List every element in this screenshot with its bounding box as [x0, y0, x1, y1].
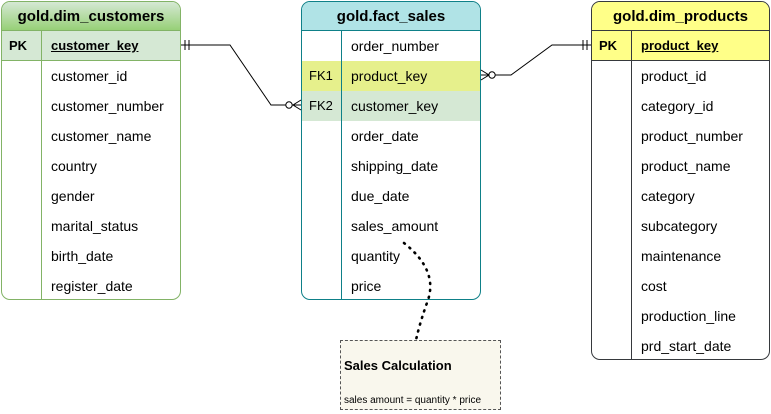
- field-name: order_number: [341, 31, 480, 61]
- table-row[interactable]: quantity: [302, 241, 480, 271]
- field-name: cost: [631, 271, 769, 301]
- table-row[interactable]: order_date: [302, 121, 480, 151]
- customer-to-sales-link: [181, 44, 301, 106]
- table-row[interactable]: maintenance: [592, 241, 769, 271]
- fact-sales-table[interactable]: gold.fact_sales order_number FK1 product_…: [301, 1, 481, 300]
- table-row[interactable]: birth_date: [2, 241, 180, 271]
- note-title: Sales Calculation: [344, 358, 452, 373]
- field-name: marital_status: [41, 211, 180, 241]
- field-name: register_date: [41, 271, 180, 299]
- field-name: quantity: [341, 241, 480, 271]
- note-text: sales amount = quantity * price: [344, 395, 482, 406]
- table-row[interactable]: sales_amount: [302, 211, 480, 241]
- pk-label: PK: [9, 38, 28, 53]
- table-row[interactable]: country: [2, 151, 180, 181]
- fk2-label: FK2: [309, 98, 333, 113]
- field-sales-amount: sales_amount: [341, 211, 480, 241]
- field-name: product_name: [631, 151, 769, 181]
- table-row[interactable]: product_number: [592, 121, 769, 151]
- zero-optional-marker: [285, 101, 293, 109]
- field-name: birth_date: [41, 241, 180, 271]
- field-name: order_date: [341, 121, 480, 151]
- crows-foot-marker: [292, 99, 302, 111]
- field-name: category_id: [631, 91, 769, 121]
- table-row[interactable]: cost: [592, 271, 769, 301]
- table-row[interactable]: customer_id: [2, 61, 180, 91]
- field-name: customer_number: [41, 91, 180, 121]
- dim-products-table[interactable]: gold.dim_products PK product_key product…: [591, 1, 770, 360]
- pk-label: PK: [599, 38, 618, 53]
- table-row[interactable]: category: [592, 181, 769, 211]
- table-row[interactable]: category_id: [592, 91, 769, 121]
- fact-sales-title: gold.fact_sales: [302, 2, 480, 31]
- table-row[interactable]: marital_status: [2, 211, 180, 241]
- table-row-pk[interactable]: PK customer_key: [2, 31, 180, 61]
- table-row[interactable]: customer_name: [2, 121, 180, 151]
- sales-calculation-note[interactable]: Sales Calculation sales amount = quantit…: [340, 340, 501, 410]
- table-row-fk1[interactable]: FK1 product_key: [302, 61, 480, 91]
- table-row[interactable]: gender: [2, 181, 180, 211]
- table-row[interactable]: product_name: [592, 151, 769, 181]
- fk1-label: FK1: [309, 68, 333, 83]
- table-row[interactable]: order_number: [302, 31, 480, 61]
- field-name: category: [631, 181, 769, 211]
- zero-optional-marker: [488, 71, 496, 79]
- field-name: due_date: [341, 181, 480, 211]
- field-name: product_id: [631, 61, 769, 91]
- field-name: maintenance: [631, 241, 769, 271]
- field-customer-key: customer_key: [41, 31, 180, 61]
- crows-foot-marker: [480, 69, 490, 81]
- field-product-key: product_key: [631, 31, 769, 61]
- table-row[interactable]: due_date: [302, 181, 480, 211]
- field-name: subcategory: [631, 211, 769, 241]
- field-name: gender: [41, 181, 180, 211]
- field-name: country: [41, 151, 180, 181]
- table-row[interactable]: prd_start_date: [592, 331, 769, 359]
- sales-to-product-link: [481, 44, 591, 76]
- table-row[interactable]: customer_number: [2, 91, 180, 121]
- field-name: shipping_date: [341, 151, 480, 181]
- field-name: prd_start_date: [631, 331, 769, 359]
- field-name: customer_name: [41, 121, 180, 151]
- table-row[interactable]: production_line: [592, 301, 769, 331]
- dim-customers-title: gold.dim_customers: [2, 2, 180, 31]
- field-customer-key: customer_key: [341, 91, 480, 121]
- table-row-fk2[interactable]: FK2 customer_key: [302, 91, 480, 121]
- dim-products-title: gold.dim_products: [592, 2, 769, 31]
- table-row[interactable]: product_id: [592, 61, 769, 91]
- dim-customers-table[interactable]: gold.dim_customers PK customer_key custo…: [1, 1, 181, 300]
- table-row-pk[interactable]: PK product_key: [592, 31, 769, 61]
- field-name: product_number: [631, 121, 769, 151]
- field-product-key: product_key: [341, 61, 480, 91]
- field-name: production_line: [631, 301, 769, 331]
- table-row[interactable]: price: [302, 271, 480, 299]
- field-name: customer_id: [41, 61, 180, 91]
- table-row[interactable]: register_date: [2, 271, 180, 299]
- table-row[interactable]: subcategory: [592, 211, 769, 241]
- table-row[interactable]: shipping_date: [302, 151, 480, 181]
- field-name: price: [341, 271, 480, 299]
